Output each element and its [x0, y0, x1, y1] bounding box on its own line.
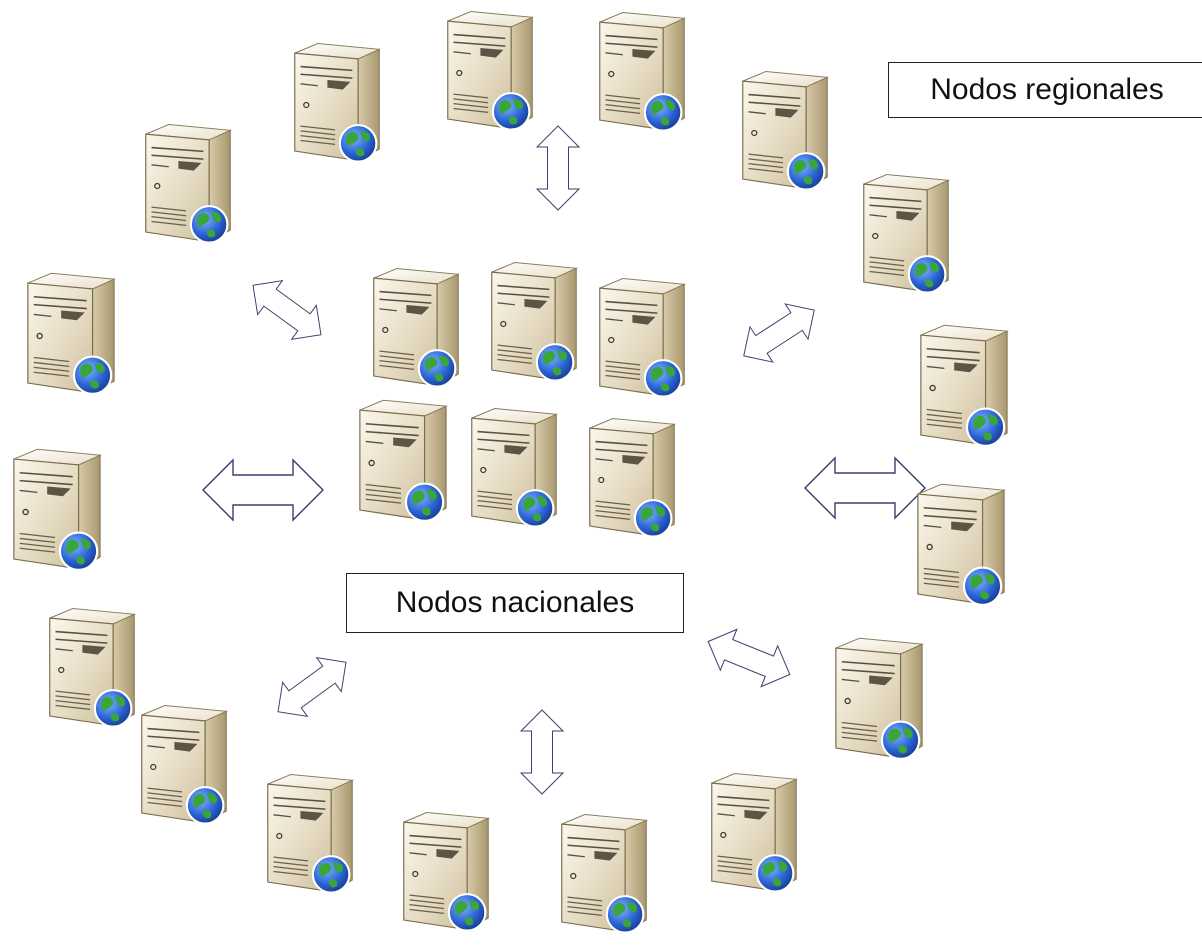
server-icon	[834, 637, 924, 760]
server-icon	[372, 267, 460, 388]
server-icon	[741, 70, 829, 191]
regional-nodes-label: Nodos regionales	[888, 62, 1202, 118]
server-icon	[26, 272, 116, 395]
server-icon	[144, 123, 232, 244]
server-icon	[919, 324, 1009, 447]
server-icon	[402, 811, 490, 932]
double-arrow-icon	[520, 709, 564, 795]
double-arrow-icon	[536, 125, 580, 211]
server-icon	[916, 483, 1006, 606]
double-arrow-icon	[264, 644, 360, 730]
server-icon	[470, 407, 558, 528]
server-icon	[293, 42, 381, 163]
server-icon	[490, 261, 578, 382]
national-nodes-group	[358, 261, 686, 538]
double-arrow-icon	[699, 620, 799, 696]
server-icon	[862, 173, 950, 294]
server-icon	[710, 772, 798, 893]
double-arrow-icon	[239, 267, 335, 353]
server-icon	[266, 773, 354, 894]
server-icon	[12, 448, 102, 571]
server-icon	[560, 813, 648, 934]
server-icon	[598, 11, 686, 132]
server-icon	[588, 417, 676, 538]
national-nodes-label: Nodos nacionales	[346, 573, 684, 633]
double-arrow-icon	[804, 457, 926, 519]
server-icon	[598, 277, 686, 398]
server-icon	[140, 704, 228, 825]
server-icon	[446, 10, 534, 131]
double-arrow-icon	[202, 459, 324, 521]
server-icon	[358, 399, 448, 522]
server-icon	[48, 607, 136, 728]
arrows-group	[202, 125, 926, 795]
double-arrow-icon	[731, 291, 827, 375]
